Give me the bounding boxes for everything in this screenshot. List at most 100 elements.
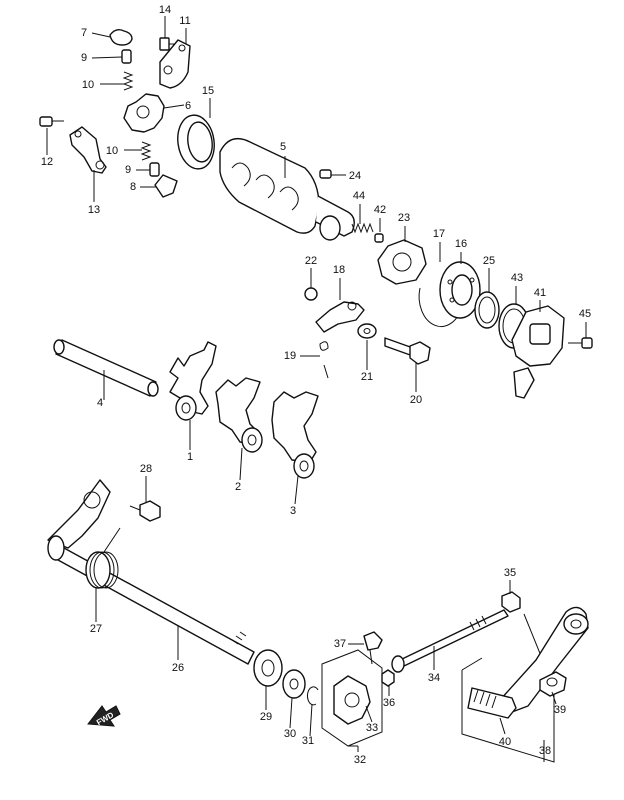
callout-label-p20: 20 [410,394,422,406]
callout-label-p29: 29 [260,711,272,723]
callout-label-p10a: 10 [82,79,94,91]
part-13-stopper-arm [69,126,107,174]
part-25-o-ring [474,291,500,329]
part-4-fork-shaft [53,339,159,397]
leader-lines [46,16,587,752]
part-29-oil-seal [253,649,283,687]
leader-line-p3 [294,475,299,505]
part-39-rubber-cap [539,671,567,697]
part-1-shift-fork [169,341,217,421]
part-23-bearing-retainer [377,239,427,285]
callout-label-p1: 1 [187,451,193,463]
part-9-pin-upper [121,49,132,64]
callout-label-p28: 28 [140,463,152,475]
callout-label-p32: 32 [354,754,366,766]
callout-label-p9a: 9 [81,52,87,64]
part-38-shift-lever [499,606,589,713]
part-11-stopper-plate [159,39,191,89]
part-45-screw [568,337,593,349]
leader-line-p40 [499,717,506,735]
leader-line-p39 [551,691,557,705]
leader-line-p6 [163,104,185,109]
callout-label-p10b: 10 [106,145,118,157]
callout-label-p41: 41 [534,287,546,299]
part-33-shift-lever-arm [333,675,371,725]
callout-label-p38: 38 [539,745,551,757]
leader-line-p2 [239,447,243,481]
callout-label-p17: 17 [433,228,445,240]
part-22-circlip [304,287,318,301]
part-19-spring [319,341,329,379]
part-24-pin [319,169,332,179]
callout-label-p37: 37 [334,638,346,650]
callout-label-p40: 40 [499,736,511,748]
callout-labels: 1234567899101011121314151617181920212223… [41,4,591,766]
part-41-switch-housing [511,305,565,399]
callout-label-p9b: 9 [125,164,131,176]
callout-label-p6: 6 [185,100,191,112]
callout-label-p44: 44 [353,190,365,202]
callout-label-p5: 5 [280,141,286,153]
part-10-spring-upper [122,71,134,91]
fwd-direction-arrow-icon: FWD [87,705,121,727]
part-44-spring [351,222,374,234]
leader-line-p7 [91,32,111,38]
callout-label-p18: 18 [333,264,345,276]
callout-label-p39: 39 [554,704,566,716]
callout-label-p14: 14 [159,4,171,16]
part-2-shift-fork [215,377,263,453]
callout-label-p23: 23 [398,212,410,224]
part-28-bolt [129,500,161,522]
callout-label-p15: 15 [202,85,214,97]
part-15-bearing [177,114,215,170]
leader-line-p31 [309,703,313,737]
part-27-return-spring [85,527,121,589]
part-12-bolt [39,116,64,127]
part-36-nut [381,669,395,687]
part-21-washer [357,323,377,339]
part-5-shift-drum [219,138,355,241]
callout-label-p11: 11 [179,15,190,27]
part-37-bolt [363,631,383,665]
callout-label-p24: 24 [349,170,361,182]
callout-label-p45: 45 [579,308,591,320]
part-16-bearing [439,261,481,319]
callout-label-p12: 12 [41,156,53,168]
callout-label-p8: 8 [130,181,136,193]
part-6-cam-star [123,93,165,133]
part-3-shift-fork [271,391,319,479]
part-9-pin-lower [149,162,160,177]
callout-label-p35: 35 [504,567,516,579]
callout-label-p27: 27 [90,623,102,635]
callout-label-p36: 36 [383,697,395,709]
callout-label-p3: 3 [290,505,296,517]
part-40-pedal-rubber [467,687,517,719]
callout-label-p19: 19 [284,350,296,362]
callout-label-p7: 7 [81,27,87,39]
callout-label-p16: 16 [455,238,467,250]
part-8-plate [154,174,178,198]
leader-line-p33 [365,705,373,723]
callout-label-p21: 21 [361,371,373,383]
callout-label-p43: 43 [511,272,523,284]
part-10-spring-lower [140,141,152,161]
part-31-circlip [306,686,319,706]
part-32-box-outline [321,649,383,747]
part-35-nut [501,591,521,613]
callout-label-p2: 2 [235,481,241,493]
callout-label-p34: 34 [428,672,440,684]
leader-line-p9a [91,56,123,59]
part-20-bolt [384,337,431,365]
callout-label-p31: 31 [302,735,314,747]
callout-label-p33: 33 [366,722,378,734]
part-30-washer [282,669,306,699]
callout-label-p42: 42 [374,204,386,216]
part-42-pin [374,233,384,243]
callout-label-p13: 13 [88,204,100,216]
callout-label-p4: 4 [97,397,103,409]
callout-label-p30: 30 [284,728,296,740]
callout-label-p25: 25 [483,255,495,267]
callout-label-p22: 22 [305,255,317,267]
